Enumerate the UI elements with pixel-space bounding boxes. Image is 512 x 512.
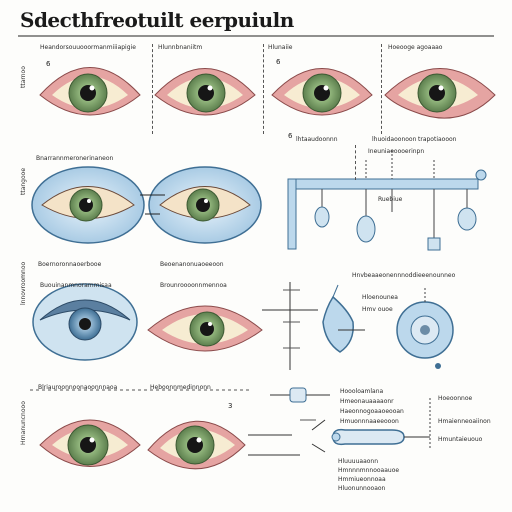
row1-label-1: Heandorsouuooormanmiiiapigie	[40, 44, 136, 51]
eye-row3-blue	[32, 283, 138, 361]
row1-sub-label-1: lhtaaudoonnn	[296, 136, 338, 143]
row1-number-3: 6	[288, 132, 293, 140]
divider	[263, 44, 264, 134]
row4-right-label-1: Hoooloamlana	[340, 388, 384, 395]
cross-section-diagram	[262, 282, 454, 370]
divider	[381, 44, 382, 134]
eye-row3-pink	[147, 305, 263, 352]
row2-side-label: ttangooe	[20, 167, 27, 195]
eye-row1-4	[384, 68, 496, 119]
row3-label-right-a: Hloenounea	[362, 294, 398, 301]
row4-right-label-7: Hmmiueonnoaa	[338, 476, 386, 483]
row4-right-label-2: Hmeonauaaaaonr	[340, 398, 394, 405]
row1-label-2: Hlunnbnaniitm	[158, 44, 203, 51]
row3-label-left: Buouinanmnorammisaa	[40, 282, 112, 289]
row4-right-label-8: Hluonunnooaon	[338, 485, 386, 492]
row3-label-mid: Brounroooonnmennoa	[160, 282, 227, 289]
row4-right-label-6: Hmnnnmnnooaauoe	[338, 467, 400, 474]
row3-side-label: lnnovroomnoo	[20, 261, 27, 305]
row1-number-1: 6	[46, 60, 51, 68]
row4-right-col-label-3: Hmuntaieuouo	[438, 436, 483, 443]
row3-label-right-top: Hnvbeaaeonennnoddieeenounneo	[352, 272, 456, 279]
row1-number-2: 6	[276, 58, 281, 66]
row2-label-right: Ineuniaeoooerinpn	[368, 148, 425, 155]
row4-right-label-4: Hmuonnnaaeeooon	[340, 418, 399, 425]
row4-right-label-5: Hluuuuaaonn	[338, 458, 379, 465]
row1-sub-label-2: lhuoidaoonoon	[372, 136, 417, 143]
divider	[152, 44, 153, 134]
row2-label-bottom-left: Boernoronnaoerbooe	[38, 261, 102, 268]
row2-label-left: Bnarrannmeronerinaneon	[36, 155, 114, 162]
rail-label: Ruebiue	[378, 196, 403, 203]
eye-row1-2	[154, 68, 256, 116]
row4-top-label-1: Blriauroonnoonaoonnnaoa	[38, 384, 118, 391]
row1-label-4: Hoeooge agoaaao	[388, 44, 443, 51]
eye-row4-1	[39, 419, 141, 467]
eye-row1-3	[271, 68, 373, 116]
row4-right-col-label-1: Hoeoonnoe	[438, 395, 473, 402]
row1-sub-label-3: trapotiaooon	[418, 136, 457, 143]
row4-right-col-label-2: Hmaienneoaiinon	[438, 418, 491, 425]
row4-right-label-3: Haeonnogoaaoeooan	[340, 408, 404, 415]
rail-apparatus	[287, 150, 487, 251]
row1-side-label: ttarnoo	[20, 66, 27, 88]
row4-side-label: Hrnanuncnooo	[20, 401, 27, 445]
page-title: Sdecthfreotuilt eerpuiuln	[20, 8, 294, 32]
row1-label-3: Hlunaiie	[268, 44, 293, 51]
eye-row4-2	[147, 420, 246, 470]
optic-probe-diagram	[248, 387, 431, 456]
row4-top-label-2: Heboonnmedinnonn	[150, 384, 211, 391]
row2-label-bottom-mid: Beoenanonuaoeeoon	[160, 261, 224, 268]
row3-label-right-b: Hmv ouoe	[362, 306, 393, 313]
divider	[355, 145, 356, 180]
eye-row1-1	[39, 67, 141, 116]
lens-eye-right	[148, 166, 262, 244]
row4-number: 3	[228, 402, 233, 410]
lens-eye-left	[31, 166, 145, 244]
